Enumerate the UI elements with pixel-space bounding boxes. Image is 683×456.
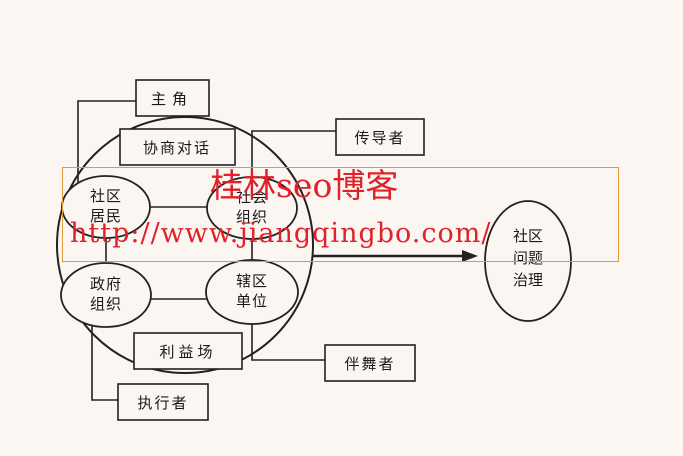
arrow-head (462, 250, 478, 262)
box-dialogue (119, 128, 236, 166)
box-protagonist (135, 79, 210, 117)
label-protagonist: 主角 (151, 90, 193, 108)
label-outcome-line1: 社区 (513, 227, 543, 245)
label-units-line2: 单位 (236, 292, 268, 310)
box-supporter (324, 344, 416, 382)
label-outcome-line3: 治理 (513, 271, 543, 289)
label-dialogue: 协商对话 (143, 139, 211, 157)
label-social-org-line1: 社会 (236, 188, 268, 206)
label-executor: 执行者 (137, 394, 188, 412)
label-units-line1: 辖区 (236, 272, 268, 290)
actor-social-org (206, 176, 298, 240)
label-residents-line1: 社区 (90, 187, 122, 205)
label-supporter: 伴舞者 (344, 355, 395, 373)
label-government-line1: 政府 (90, 275, 122, 293)
label-interest-field: 利益场 (159, 343, 216, 361)
label-residents-line2: 居民 (90, 207, 122, 225)
box-communicator (335, 118, 425, 156)
actor-units (205, 259, 299, 325)
box-executor (117, 383, 209, 421)
label-communicator: 传导者 (354, 129, 405, 147)
label-government-line2: 组织 (90, 295, 122, 313)
network-circle (56, 116, 314, 374)
actor-government (60, 262, 152, 328)
line-communicator (251, 130, 336, 177)
line-supporter (251, 320, 325, 361)
box-interest-field (133, 332, 243, 370)
label-social-org-line2: 组织 (236, 208, 268, 226)
label-outcome-line2: 问题 (513, 249, 543, 267)
line-executor (91, 325, 118, 401)
